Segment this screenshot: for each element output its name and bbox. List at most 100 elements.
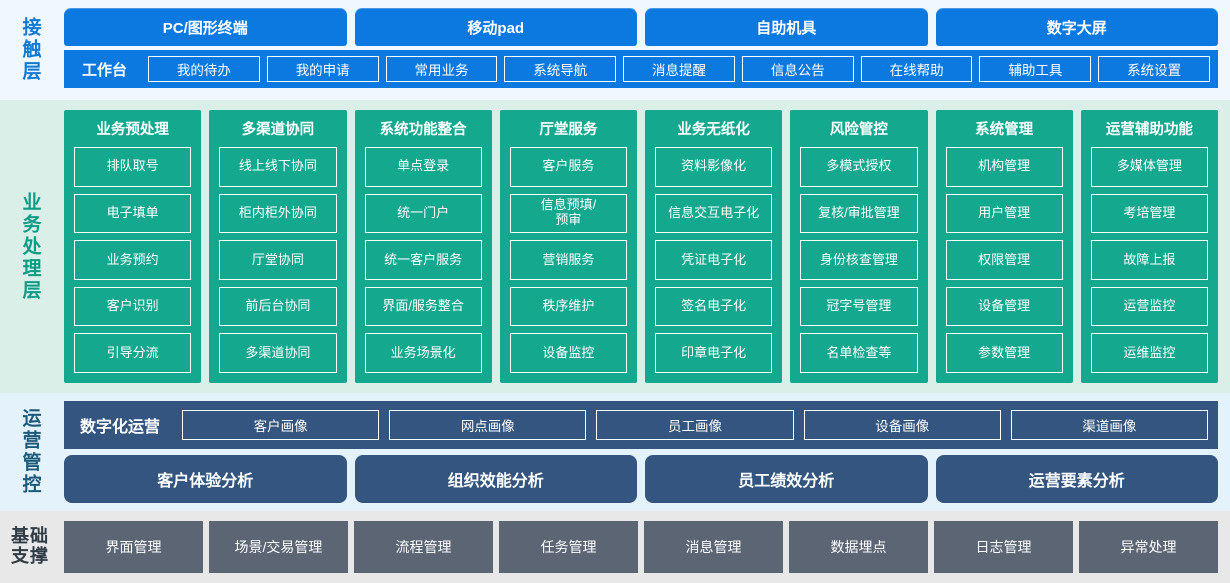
analysis-item[interactable]: 组织效能分析 (354, 455, 637, 503)
business-item[interactable]: 引导分流 (74, 333, 192, 373)
business-item-label: 引导分流 (106, 344, 159, 360)
base-support-item[interactable]: 场景/交易管理 (209, 521, 348, 573)
analysis-row: 客户体验分析 组织效能分析 员工绩效分析 运营要素分析 (64, 455, 1218, 503)
business-item-label: 秩序维护 (542, 298, 595, 314)
business-item[interactable]: 单点登录 (364, 147, 482, 187)
business-item[interactable]: 运维监控 (1090, 333, 1208, 373)
business-item[interactable]: 营销服务 (509, 240, 627, 280)
business-item-label: 资料影像化 (681, 158, 747, 174)
portrait-item[interactable]: 网点画像 (389, 410, 587, 440)
digital-operations-bar: 数字化运营 客户画像 网点画像 员工画像 设备画像 渠道画像 (64, 401, 1218, 449)
portrait-item[interactable]: 客户画像 (182, 410, 380, 440)
business-item[interactable]: 多模式授权 (800, 147, 918, 187)
digital-operations-title: 数字化运营 (80, 419, 161, 436)
workbench-item-label: 信息公告 (770, 63, 825, 78)
business-item[interactable]: 秩序维护 (509, 286, 627, 327)
business-item[interactable]: 厅堂协同 (219, 240, 337, 280)
base-support-item[interactable]: 流程管理 (354, 521, 493, 573)
base-support-item[interactable]: 任务管理 (499, 521, 638, 573)
business-item-label: 多模式授权 (826, 158, 892, 174)
business-item[interactable]: 故障上报 (1090, 240, 1208, 280)
base-support-item[interactable]: 数据埋点 (789, 521, 928, 573)
base-support-layer-label: 基础 支撑 (0, 511, 60, 583)
workbench-item-label: 系统设置 (1127, 63, 1182, 78)
workbench-item[interactable]: 消息提醒 (623, 56, 735, 82)
business-item[interactable]: 柜内柜外协同 (219, 193, 337, 234)
business-item[interactable]: 多渠道协同 (219, 333, 337, 373)
portrait-item[interactable]: 渠道画像 (1010, 410, 1209, 440)
business-item-label: 单点登录 (397, 158, 450, 174)
business-item[interactable]: 信息交互电子化 (655, 193, 773, 234)
workbench-item[interactable]: 在线帮助 (860, 56, 973, 82)
business-item[interactable]: 电子填单 (74, 193, 192, 234)
channel-card[interactable]: PC/图形终端 (64, 8, 347, 46)
base-support-label-stack: 基础 支撑 (11, 526, 49, 567)
business-item[interactable]: 业务预约 (74, 240, 192, 280)
analysis-item[interactable]: 员工绩效分析 (645, 455, 928, 503)
business-column-items: 排队取号 电子填单 业务预约 客户识别 引导分流 (74, 147, 192, 373)
channel-card[interactable]: 数字大屏 (935, 8, 1218, 46)
business-item[interactable]: 客户服务 (509, 147, 627, 187)
business-item[interactable]: 业务场景化 (364, 333, 482, 373)
business-item[interactable]: 机构管理 (945, 147, 1063, 187)
business-item[interactable]: 多媒体管理 (1090, 147, 1208, 187)
business-item-label: 凭证电子化 (681, 251, 747, 267)
channel-card-label: 移动pad (467, 19, 525, 37)
portrait-item[interactable]: 设备画像 (803, 410, 1001, 440)
business-item[interactable]: 权限管理 (945, 240, 1063, 280)
business-item[interactable]: 印章电子化 (655, 333, 773, 373)
base-support-item[interactable]: 日志管理 (934, 521, 1073, 573)
business-item[interactable]: 排队取号 (74, 147, 192, 187)
business-item[interactable]: 信息预填/ 预审 (509, 193, 627, 234)
business-column-title: 系统管理 (975, 122, 1034, 138)
business-item[interactable]: 名单检查等 (800, 333, 918, 373)
business-item[interactable]: 界面/服务整合 (364, 286, 482, 327)
business-item[interactable]: 用户管理 (945, 193, 1063, 234)
workbench-item-label: 常用业务 (414, 63, 469, 78)
business-item[interactable]: 前后台协同 (219, 286, 337, 327)
business-item-label: 电子填单 (106, 204, 159, 220)
workbench-item[interactable]: 辅助工具 (979, 56, 1092, 82)
business-item[interactable]: 身份核查管理 (800, 240, 918, 280)
business-item[interactable]: 复核/审批管理 (800, 193, 918, 234)
business-item[interactable]: 统一门户 (364, 193, 482, 234)
base-support-item[interactable]: 异常处理 (1079, 521, 1218, 573)
workbench-item[interactable]: 我的待办 (148, 56, 260, 82)
business-item-label: 用户管理 (978, 204, 1031, 220)
workbench-item-label: 辅助工具 (1008, 63, 1063, 78)
business-column-items: 单点登录 统一门户 统一客户服务 界面/服务整合 业务场景化 (364, 147, 482, 373)
business-item[interactable]: 考培管理 (1090, 193, 1208, 234)
base-support-item-label: 消息管理 (685, 539, 742, 555)
base-support-item[interactable]: 消息管理 (644, 521, 783, 573)
business-item[interactable]: 签名电子化 (655, 286, 773, 327)
workbench-item[interactable]: 我的申请 (266, 56, 379, 82)
business-column-items: 客户服务 信息预填/ 预审 营销服务 秩序维护 设备监控 (509, 147, 627, 373)
analysis-item[interactable]: 运营要素分析 (935, 455, 1218, 503)
channel-card[interactable]: 移动pad (354, 8, 637, 46)
business-column-title: 业务预处理 (96, 122, 169, 138)
portrait-item[interactable]: 员工画像 (596, 410, 794, 440)
channel-card-label: 数字大屏 (1046, 19, 1107, 37)
business-item[interactable]: 凭证电子化 (655, 240, 773, 280)
business-item[interactable]: 参数管理 (945, 333, 1063, 373)
workbench-item[interactable]: 系统导航 (504, 56, 617, 82)
workbench-item[interactable]: 常用业务 (385, 56, 498, 82)
business-item[interactable]: 设备监控 (509, 333, 627, 373)
analysis-item[interactable]: 客户体验分析 (64, 455, 347, 503)
business-item-label: 排队取号 (106, 158, 159, 174)
portrait-item-label: 员工画像 (668, 419, 723, 434)
business-column-title: 运营辅助功能 (1105, 122, 1193, 138)
business-item[interactable]: 资料影像化 (655, 147, 773, 187)
workbench-item[interactable]: 信息公告 (741, 56, 854, 82)
business-item-label: 线上线下协同 (238, 158, 317, 174)
workbench-item[interactable]: 系统设置 (1098, 56, 1211, 82)
base-support-item[interactable]: 界面管理 (64, 521, 203, 573)
business-item[interactable]: 运营监控 (1090, 286, 1208, 327)
business-item[interactable]: 设备管理 (945, 286, 1063, 327)
business-item[interactable]: 统一客户服务 (364, 240, 482, 280)
channel-card[interactable]: 自助机具 (645, 8, 928, 46)
business-item[interactable]: 客户识别 (74, 286, 192, 327)
business-item[interactable]: 冠字号管理 (800, 286, 918, 327)
business-item-label: 冠字号管理 (826, 298, 892, 314)
business-item[interactable]: 线上线下协同 (219, 147, 337, 187)
